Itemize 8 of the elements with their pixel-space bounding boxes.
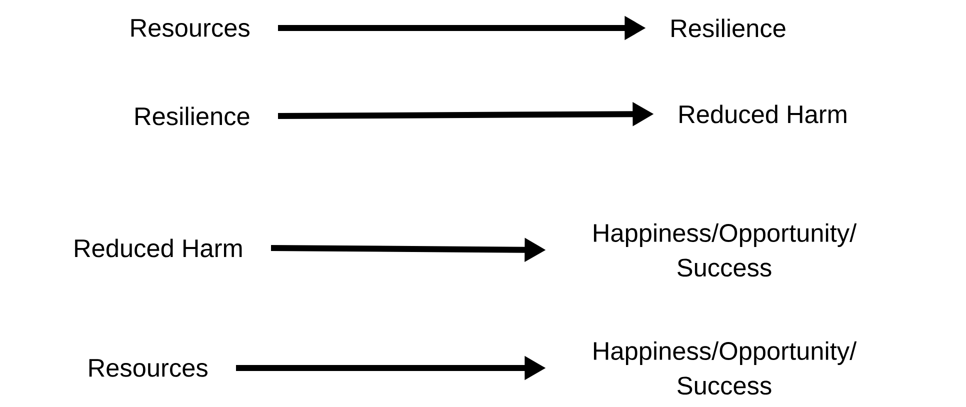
label-text: Reduced Harm: [680, 104, 846, 124]
label-text: Happiness/Opportunity/ Success: [594, 223, 857, 277]
label-text: Happiness/Opportunity/ Success: [594, 341, 857, 395]
label-text: Resources: [131, 19, 250, 37]
label-text: Resilience: [136, 106, 250, 126]
label-text: Resources: [89, 359, 208, 377]
label-text: Resilience: [672, 18, 786, 38]
label-text: Reduced Harm: [75, 238, 242, 258]
